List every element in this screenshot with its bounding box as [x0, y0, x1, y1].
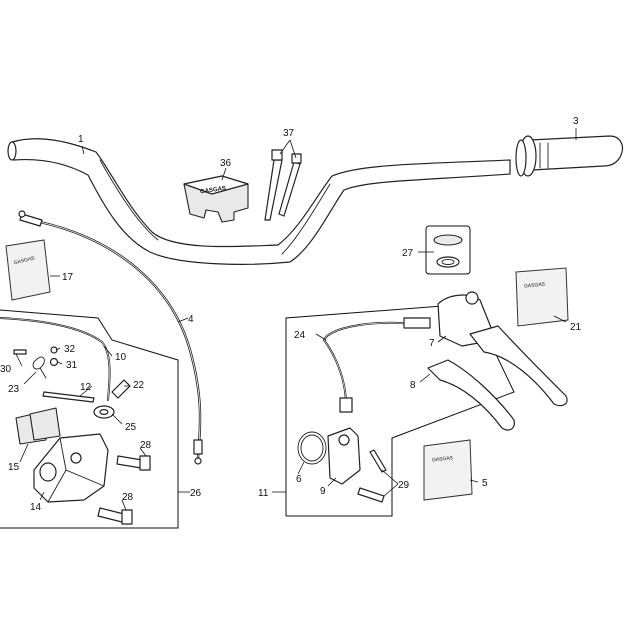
- callout-8: 8: [410, 380, 416, 391]
- callout-29: 29: [398, 480, 410, 491]
- callout-15: 15: [8, 462, 20, 473]
- parts-bag-21: GASGAS: [515, 267, 569, 327]
- callout-26: 26: [190, 488, 202, 499]
- callout-22: 22: [133, 380, 145, 391]
- callout-24: 24: [294, 330, 306, 341]
- callout-12: 12: [80, 382, 92, 393]
- callout-4: 4: [188, 314, 194, 325]
- clutch-cable: [18, 210, 203, 465]
- callout-10: 10: [115, 352, 127, 363]
- parts-bag-5: GASGAS: [423, 439, 473, 501]
- callout-31: 31: [66, 360, 78, 371]
- callout-36: 36: [220, 158, 232, 169]
- leader-lines: [15, 128, 577, 511]
- callout-28a: 28: [140, 440, 152, 451]
- handlebar-clamp-cover: GASGAS: [183, 175, 249, 223]
- callout-1: 1: [78, 134, 84, 145]
- callout-37: 37: [283, 128, 295, 139]
- callout-labels: 1 3 4 5 6 7 8 9 10 11 12 14 15 17 21 22 …: [0, 116, 582, 513]
- callout-30: 30: [0, 364, 12, 375]
- rear-brake-group: [0, 309, 179, 529]
- callout-23: 23: [8, 384, 20, 395]
- callout-5: 5: [482, 478, 488, 489]
- parts-bag-17: GASGAS: [5, 239, 51, 301]
- reservoir-cap: [425, 225, 471, 275]
- svg-text:GASGAS: GASGAS: [13, 255, 36, 266]
- callout-28b: 28: [122, 492, 134, 503]
- callout-6: 6: [296, 474, 302, 485]
- callout-32: 32: [64, 344, 76, 355]
- callout-17: 17: [62, 272, 74, 283]
- svg-text:GASGAS: GASGAS: [432, 455, 454, 463]
- grip: [515, 135, 624, 177]
- svg-text:GASGAS: GASGAS: [524, 281, 546, 289]
- callout-14: 14: [30, 502, 42, 513]
- callout-27: 27: [402, 248, 414, 259]
- callout-11: 11: [258, 488, 269, 499]
- clutch-group: [285, 291, 568, 517]
- callout-25: 25: [125, 422, 137, 433]
- callout-3: 3: [573, 116, 579, 127]
- callout-7: 7: [429, 338, 435, 349]
- handlebar: [7, 138, 511, 265]
- callout-9: 9: [320, 486, 326, 497]
- svg-text:GASGAS: GASGAS: [200, 186, 227, 196]
- cable-ties: [264, 149, 302, 221]
- callout-21: 21: [570, 322, 582, 333]
